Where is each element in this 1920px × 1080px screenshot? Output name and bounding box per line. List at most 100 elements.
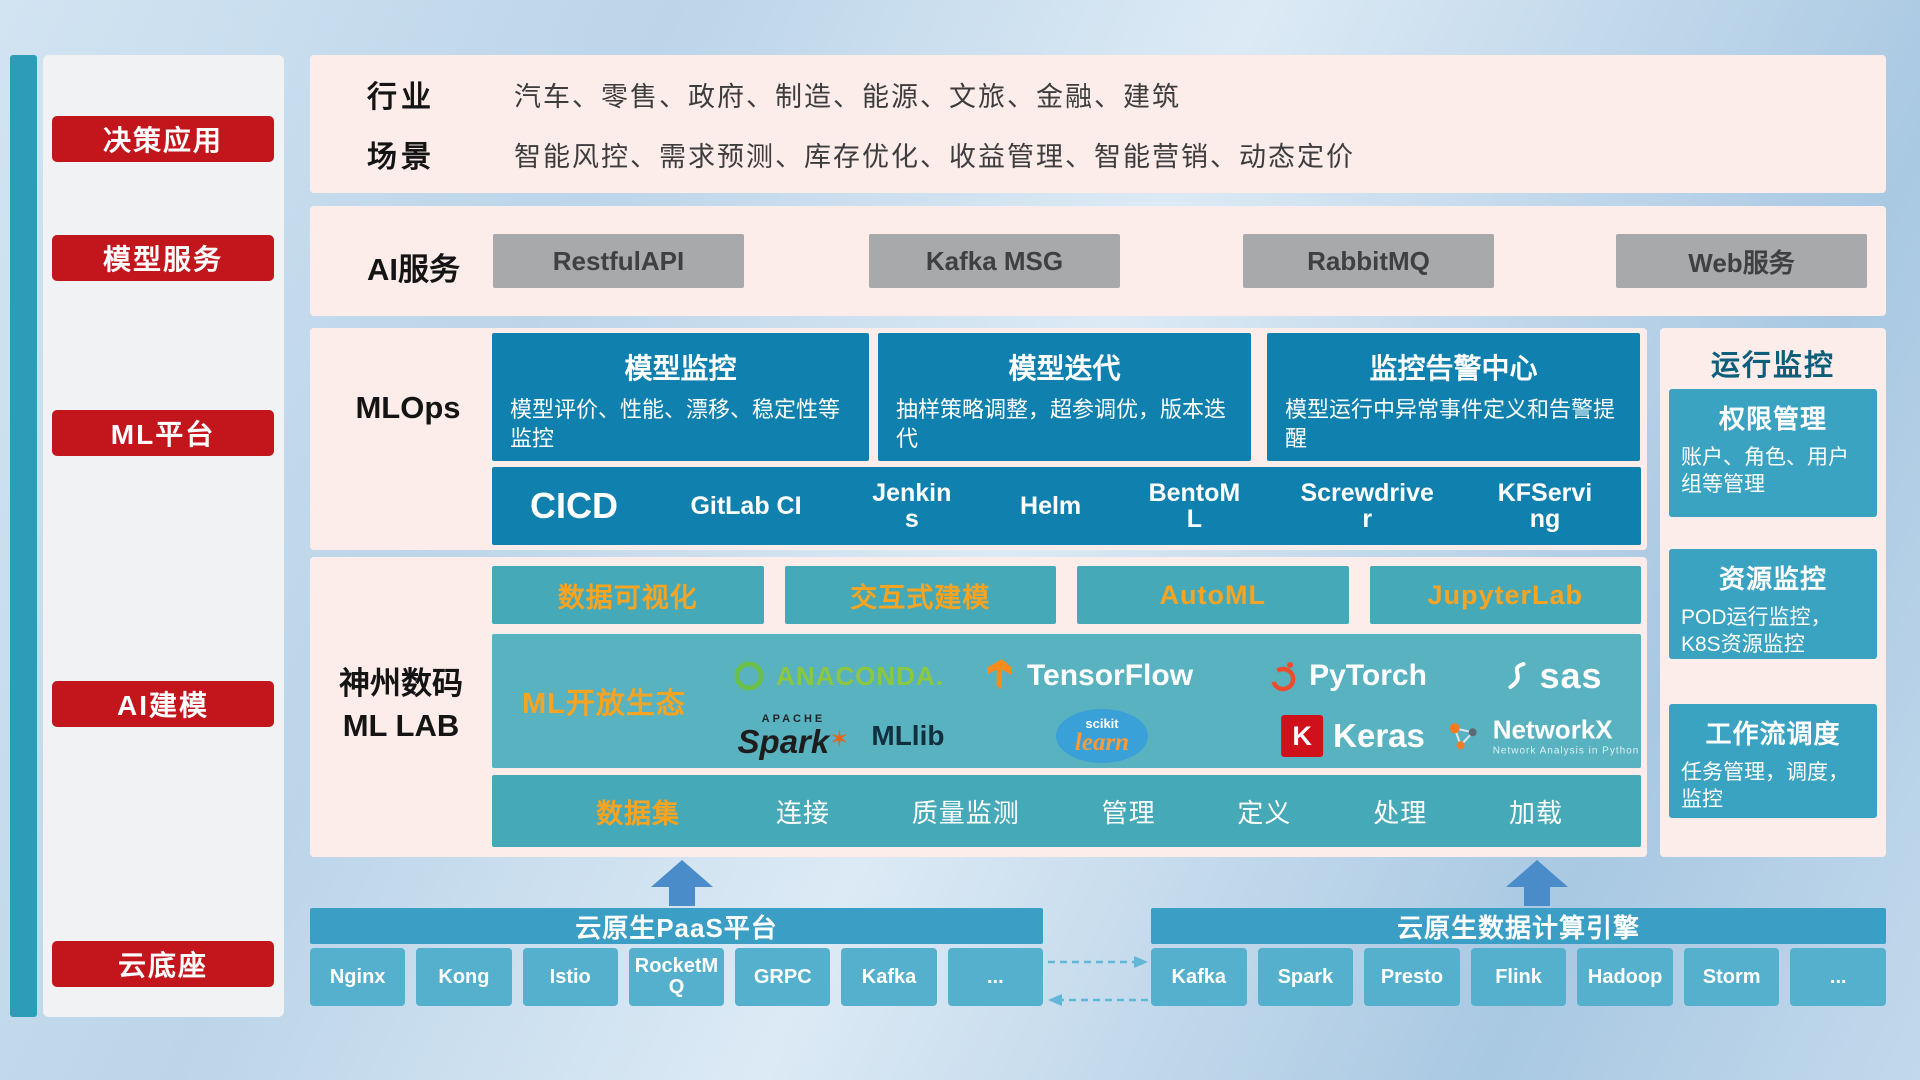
scikit-learn-logo: scikit learn bbox=[1056, 709, 1148, 763]
keras-logo: K Keras bbox=[1281, 715, 1425, 757]
arrow-head bbox=[1506, 860, 1568, 887]
arrow-head bbox=[651, 860, 713, 887]
scene-label: 场景 bbox=[367, 141, 435, 174]
application-panel: 行业 汽车、零售、政府、制造、能源、文旅、金融、建筑 场景 智能风控、需求预测、… bbox=[310, 55, 1886, 193]
service-kafka-msg: Kafka MSG bbox=[869, 234, 1120, 288]
layer-label-decision-apps: 决策应用 bbox=[52, 116, 274, 162]
model-iteration-card: 模型迭代 抽样策略调整，超参调优，版本迭代 bbox=[878, 333, 1251, 461]
cicd-items: GitLab CI Jenkins Helm BentoML Screwdriv… bbox=[680, 480, 1599, 533]
layer-label-model-service: 模型服务 bbox=[52, 235, 274, 281]
mllab-tools-row: 数据可视化 交互式建模 AutoML JupyterLab bbox=[492, 566, 1641, 624]
dataset-label: 数据集 bbox=[596, 798, 680, 829]
mllab-panel: 神州数码 ML LAB 数据可视化 交互式建模 AutoML JupyterLa… bbox=[310, 557, 1647, 857]
tool-jupyterlab: JupyterLab bbox=[1369, 566, 1641, 624]
mlops-label: MLOps bbox=[355, 390, 461, 425]
resource-monitor-card: 资源监控 POD运行监控，K8S资源监控 bbox=[1669, 549, 1877, 659]
anaconda-logo: ANACONDA. bbox=[732, 659, 944, 693]
card-desc: 抽样策略调整，超参调优，版本迭代 bbox=[896, 397, 1227, 452]
anaconda-icon bbox=[734, 661, 764, 691]
sas-text: sas bbox=[1539, 655, 1603, 696]
eco-label: ML开放生态 bbox=[522, 688, 686, 720]
cicd-helm: Helm bbox=[1020, 491, 1082, 520]
paas-nginx: Nginx bbox=[310, 948, 406, 1006]
dataset-bar: 数据集 连接 质量监测 管理 定义 处理 加载 bbox=[492, 775, 1641, 847]
engine-storm: Storm bbox=[1683, 948, 1780, 1006]
networkx-icon bbox=[1449, 722, 1477, 749]
networkx-text: NetworkX bbox=[1492, 714, 1613, 745]
dataset-define: 定义 bbox=[1237, 797, 1292, 828]
card-title: 监控告警中心 bbox=[1369, 353, 1538, 384]
anaconda-text: ANACONDA. bbox=[776, 660, 944, 691]
cicd-screwdriver: Screwdriver bbox=[1300, 478, 1434, 533]
card-title: 工作流调度 bbox=[1705, 719, 1841, 749]
cicd-bar: CICD GitLab CI Jenkins Helm BentoML Scre… bbox=[492, 467, 1641, 545]
layer-label-cloud-base: 云底座 bbox=[52, 941, 274, 987]
permission-mgmt-card: 权限管理 账户、角色、用户组等管理 bbox=[1669, 389, 1877, 517]
industry-text: 汽车、零售、政府、制造、能源、文旅、金融、建筑 bbox=[514, 81, 1181, 112]
layer-sidebar: 决策应用 模型服务 ML平台 AI建模 云底座 bbox=[43, 55, 284, 1017]
runtime-monitoring-title: 运行监控 bbox=[1710, 350, 1835, 382]
ai-service-panel: AI服务 RestfulAPI Kafka MSG RabbitMQ Web服务 bbox=[310, 206, 1886, 316]
up-arrow-icon bbox=[1506, 860, 1568, 906]
cicd-kfserving: KFServing bbox=[1497, 478, 1593, 533]
card-title: 模型监控 bbox=[624, 353, 737, 384]
networkx-stack: NetworkX Network Analysis in Python bbox=[1492, 714, 1640, 757]
sas-logo: sas bbox=[1503, 655, 1602, 697]
mllab-label-line2: ML LAB bbox=[342, 708, 460, 743]
alert-center-card: 监控告警中心 模型运行中异常事件定义和告警提醒 bbox=[1267, 333, 1640, 461]
card-title: 模型迭代 bbox=[1008, 353, 1121, 384]
ai-service-label: AI服务 bbox=[367, 252, 460, 287]
card-title: 权限管理 bbox=[1718, 404, 1827, 434]
cicd-jenkins: Jenkins bbox=[872, 478, 952, 533]
cicd-label: CICD bbox=[530, 485, 618, 526]
tool-data-visualization: 数据可视化 bbox=[492, 566, 764, 624]
left-accent-bar bbox=[10, 55, 37, 1017]
data-engine-header: 云原生数据计算引擎 bbox=[1151, 908, 1886, 944]
engine-more: ... bbox=[1790, 948, 1887, 1006]
spark-text: Spark✶ bbox=[737, 723, 850, 760]
dataset-items: 连接 质量监测 管理 定义 处理 加载 bbox=[776, 793, 1563, 830]
paas-platform-header: 云原生PaaS平台 bbox=[310, 908, 1043, 944]
ml-open-ecosystem: ML开放生态 ANACONDA. TensorFlow PyTorch sas bbox=[492, 634, 1641, 768]
paas-grpc: GRPC bbox=[735, 948, 831, 1006]
card-desc: 任务管理，调度，监控 bbox=[1681, 761, 1849, 812]
card-title: 资源监控 bbox=[1718, 564, 1827, 594]
apache-text: APACHE bbox=[761, 713, 826, 725]
runtime-monitoring-panel: 运行监控 权限管理 账户、角色、用户组等管理 资源监控 POD运行监控，K8S资… bbox=[1660, 328, 1886, 857]
scene-text: 智能风控、需求预测、库存优化、收益管理、智能营销、动态定价 bbox=[514, 141, 1355, 172]
paas-istio: Istio bbox=[522, 948, 618, 1006]
arrow-stem bbox=[1524, 887, 1550, 906]
industry-label: 行业 bbox=[367, 81, 435, 114]
engine-hadoop: Hadoop bbox=[1577, 948, 1673, 1006]
dataset-connect: 连接 bbox=[776, 797, 831, 828]
service-rabbitmq: RabbitMQ bbox=[1243, 234, 1494, 288]
pytorch-text: PyTorch bbox=[1309, 659, 1427, 692]
card-desc: 模型评价、性能、漂移、稳定性等监控 bbox=[510, 397, 841, 452]
card-desc: 账户、角色、用户组等管理 bbox=[1681, 446, 1849, 497]
tensorflow-icon bbox=[986, 659, 1012, 690]
cicd-bentoml: BentoML bbox=[1148, 478, 1241, 533]
dataset-load: 加载 bbox=[1508, 797, 1563, 828]
mlops-panel: MLOps 模型监控 模型评价、性能、漂移、稳定性等监控 模型迭代 抽样策略调整… bbox=[310, 328, 1647, 550]
engine-items: Kafka Spark Presto Flink Hadoop Storm ..… bbox=[1151, 948, 1887, 1006]
layer-label-ai-modeling: AI建模 bbox=[52, 681, 274, 727]
engine-spark: Spark bbox=[1257, 948, 1354, 1006]
dashed-exchange-arrows-icon bbox=[1048, 956, 1148, 1006]
industry-line: 行业 汽车、零售、政府、制造、能源、文旅、金融、建筑 bbox=[367, 72, 1886, 116]
spark-star-icon: ✶ bbox=[829, 726, 850, 753]
paas-kafka: Kafka bbox=[841, 948, 937, 1006]
tool-interactive-modeling: 交互式建模 bbox=[784, 566, 1056, 624]
pytorch-icon bbox=[1270, 662, 1296, 692]
sas-icon bbox=[1508, 662, 1526, 689]
workflow-scheduler-card: 工作流调度 任务管理，调度，监控 bbox=[1669, 704, 1877, 818]
networkx-subtext: Network Analysis in Python bbox=[1492, 745, 1640, 757]
dataset-process: 处理 bbox=[1373, 797, 1428, 828]
tensorflow-text: TensorFlow bbox=[1026, 659, 1194, 692]
tensorflow-logo: TensorFlow bbox=[986, 659, 1194, 693]
tool-automl: AutoML bbox=[1077, 566, 1349, 624]
paas-kong: Kong bbox=[416, 948, 512, 1006]
scikit-learn-icon: scikit learn bbox=[1056, 709, 1148, 763]
card-desc: POD运行监控，K8S资源监控 bbox=[1681, 606, 1832, 657]
paas-rocketmq: RocketMQ bbox=[628, 948, 725, 1006]
